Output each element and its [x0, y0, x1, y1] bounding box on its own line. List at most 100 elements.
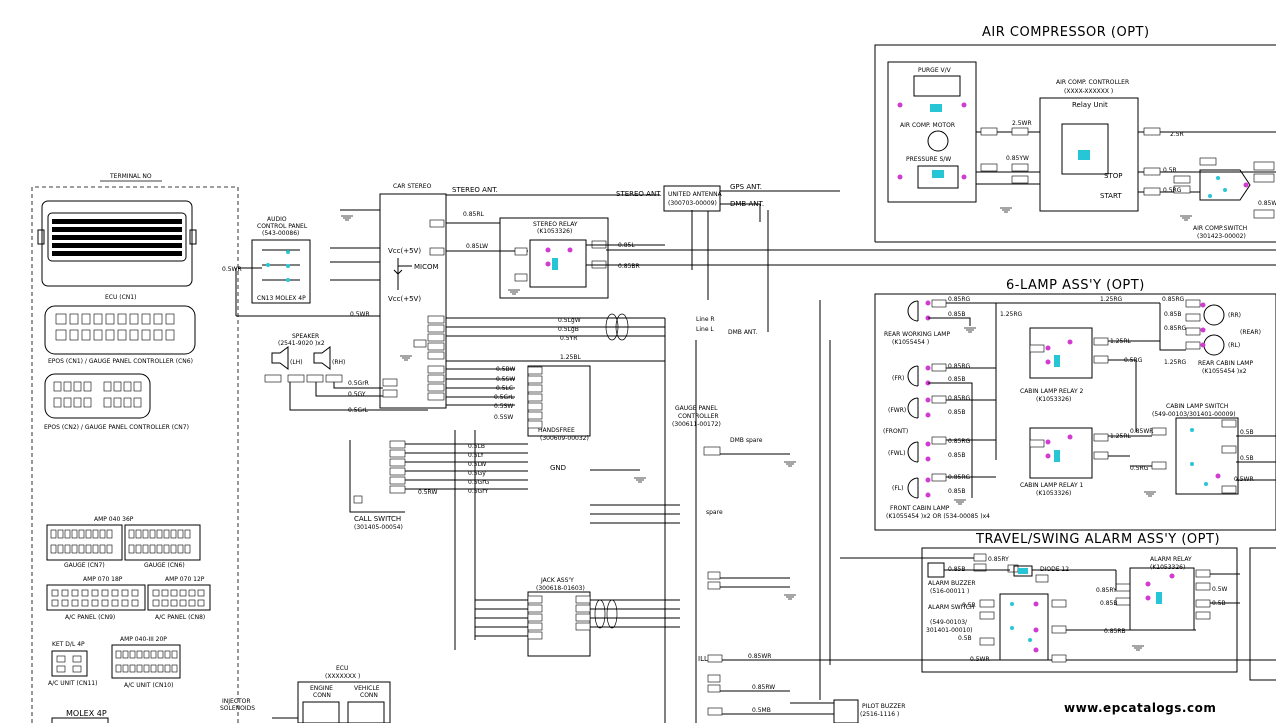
svg-text:0.85LW: 0.85LW [466, 243, 488, 250]
svg-text:CN13 MOLEX 4P: CN13 MOLEX 4P [257, 295, 306, 302]
svg-text:0.85B: 0.85B [948, 376, 965, 383]
svg-text:0.5GrL: 0.5GrL [494, 394, 515, 401]
svg-text:(300618-01603): (300618-01603) [536, 585, 585, 592]
svg-text:CONTROLLER: CONTROLLER [678, 413, 719, 420]
svg-text:(FR): (FR) [892, 375, 904, 382]
svg-text:CONTROL PANEL: CONTROL PANEL [257, 223, 308, 230]
svg-text:PRESSURE S/W: PRESSURE S/W [906, 156, 951, 163]
svg-text:0.85B: 0.85B [948, 452, 965, 459]
air-compressor-section: AIR COMPRESSOR (OPT) PURGE V/V AIR COMP.… [874, 25, 1276, 243]
svg-text:(300703-00009): (300703-00009) [668, 200, 717, 207]
six-lamp-section: 6-LAMP ASS'Y (OPT) 0.85RG 0.85B REAR WOR… [874, 278, 1276, 531]
connector-label-gauge-cn6: GAUGE (CN6) [144, 562, 185, 569]
svg-text:ALARM SWITCH: ALARM SWITCH [928, 604, 974, 611]
connector-label-ac-cn9: A/C PANEL (CN9) [65, 614, 115, 621]
svg-text:Line R: Line R [696, 316, 715, 323]
svg-text:(549-00103/301401-00009): (549-00103/301401-00009) [1152, 411, 1236, 418]
svg-text:(K1053326): (K1053326) [1036, 396, 1071, 403]
svg-text:0.85WR: 0.85WR [748, 653, 771, 660]
svg-text:0.5B: 0.5B [958, 635, 972, 642]
svg-text:1.25RG: 1.25RG [1164, 359, 1187, 366]
svg-text:0.5LgW: 0.5LgW [558, 317, 581, 324]
svg-text:HANDSFREE: HANDSFREE [538, 427, 575, 434]
svg-text:0.85RG: 0.85RG [948, 363, 971, 370]
svg-text:AIR COMP. CONTROLLER: AIR COMP. CONTROLLER [1056, 79, 1129, 86]
svg-text:STEREO ANT.: STEREO ANT. [616, 190, 662, 198]
car-stereo-block: CAR STEREO Vcc(+5V) MICOM Vcc(+5V) [236, 183, 665, 409]
svg-text:0.5LC: 0.5LC [496, 385, 513, 392]
svg-text:0.85B: 0.85B [948, 488, 965, 495]
speaker-pair: SPEAKER (2541-9020 )x2 (LH) (RH) 0.5GrR … [264, 333, 428, 414]
svg-text:CALL SWITCH: CALL SWITCH [354, 515, 401, 523]
svg-text:GND: GND [550, 464, 566, 472]
connector-label-ac-cn8: A/C PANEL (CN8) [155, 614, 205, 621]
terminal-title: TERMINAL NO [109, 173, 152, 180]
svg-text:0.5B: 0.5B [1240, 455, 1254, 462]
svg-text:CONN: CONN [313, 692, 331, 699]
ecu-bottom: ECU (XXXXXXX ) ENGINE CONN VEHICLE CONN … [220, 665, 391, 723]
svg-text:0.5LB: 0.5LB [468, 443, 485, 450]
svg-text:(2516-1116 ): (2516-1116 ) [860, 711, 899, 718]
six-lamp-title: 6-LAMP ASS'Y (OPT) [1006, 278, 1145, 293]
front-lamps: (FR) (FWR) (FRONT) (FWL) (FL) 0.85RG 0.8… [883, 363, 996, 520]
svg-text:0.5LW: 0.5LW [468, 461, 486, 468]
connector-label-epos-cn2: EPOS (CN2) / GAUGE PANEL CONTROLLER (CN7… [44, 424, 189, 431]
svg-text:0.85RY: 0.85RY [988, 556, 1009, 563]
svg-text:(REAR): (REAR) [1240, 329, 1261, 336]
svg-text:0.5GrG: 0.5GrG [468, 479, 490, 486]
svg-text:spare: spare [706, 509, 723, 516]
connector-label-ac-cn11: A/C UNIT (CN11) [48, 680, 97, 687]
svg-text:0.85L: 0.85L [618, 242, 635, 249]
svg-text:JACK ASS'Y: JACK ASS'Y [540, 577, 574, 584]
svg-text:0.5WR: 0.5WR [350, 311, 370, 318]
svg-text:(301423-00002): (301423-00002) [1197, 233, 1246, 240]
svg-text:0.85BR: 0.85BR [618, 263, 640, 270]
svg-text:VEHICLE: VEHICLE [354, 685, 380, 692]
gauge-panel-controller: GAUGE PANEL CONTROLLER (300611-00172) Li… [664, 210, 1276, 723]
svg-text:0.85RG: 0.85RG [948, 296, 971, 303]
svg-text:0.85B: 0.85B [1100, 600, 1117, 607]
svg-text:1.25RL: 1.25RL [1110, 433, 1132, 440]
svg-text:0.85RG: 0.85RG [1162, 296, 1185, 303]
svg-text:0.85B: 0.85B [948, 311, 965, 318]
travel-alarm-section: TRAVEL/SWING ALARM ASS'Y (OPT) 0.85RY 0.… [840, 532, 1276, 681]
svg-text:(FRONT): (FRONT) [883, 428, 908, 435]
svg-text:AUDIO: AUDIO [267, 216, 287, 223]
svg-text:0.5LgB: 0.5LgB [558, 326, 579, 333]
call-switch: CALL SWITCH (301405-00054) 0.5LB 0.5LY 0… [349, 440, 528, 531]
svg-text:Vcc(+5V): Vcc(+5V) [388, 295, 421, 303]
svg-text:DMB spare: DMB spare [730, 437, 763, 444]
svg-text:0.5SW: 0.5SW [494, 403, 513, 410]
svg-text:0.85RY: 0.85RY [1096, 587, 1117, 594]
terminal-block: TERMINAL NO ECU (CN1) EPOS (CN [31, 173, 239, 723]
svg-text:(543-00086): (543-00086) [262, 230, 299, 237]
svg-text:0.5RG: 0.5RG [1130, 465, 1149, 472]
svg-text:(K1053326): (K1053326) [537, 228, 572, 235]
svg-text:SPEAKER: SPEAKER [292, 333, 319, 340]
connector-label-amp040: AMP 040 36P [94, 516, 134, 523]
svg-text:(FL): (FL) [892, 485, 903, 492]
svg-text:FRONT CABIN LAMP: FRONT CABIN LAMP [890, 505, 950, 512]
svg-text:(K1053326): (K1053326) [1036, 490, 1071, 497]
connector-label-ecu: ECU (CN1) [105, 294, 136, 301]
svg-text:REAR WORKING LAMP: REAR WORKING LAMP [884, 331, 950, 338]
svg-text:0.85RB: 0.85RB [1104, 628, 1126, 635]
svg-text:0.85RW: 0.85RW [752, 684, 775, 691]
svg-text:0.5WR: 0.5WR [222, 266, 242, 273]
svg-text:(XXXX-XXXXXX ): (XXXX-XXXXXX ) [1064, 88, 1113, 95]
car-stereo-title: CAR STEREO [393, 183, 432, 190]
svg-text:0.5RG: 0.5RG [1163, 187, 1182, 194]
svg-text:ALARM RELAY: ALARM RELAY [1150, 556, 1192, 563]
svg-text:GAUGE PANEL: GAUGE PANEL [675, 405, 718, 412]
svg-text:ILL: ILL [698, 655, 708, 663]
connector-label-amp040-iii: AMP 040-III 20P [120, 636, 167, 643]
svg-text:(300611-00172): (300611-00172) [672, 421, 721, 428]
svg-text:Relay Unit: Relay Unit [1072, 101, 1108, 109]
svg-text:0.5LY: 0.5LY [468, 452, 484, 459]
svg-text:0.5WR: 0.5WR [1234, 476, 1254, 483]
jack-assy: JACK ASS'Y (300618-01603) [454, 430, 680, 657]
stereo-relay: STEREO RELAY (K1053326) 0.85L 0.85BR [499, 210, 1276, 299]
svg-text:(LH): (LH) [290, 359, 303, 366]
svg-text:START: START [1100, 192, 1122, 200]
